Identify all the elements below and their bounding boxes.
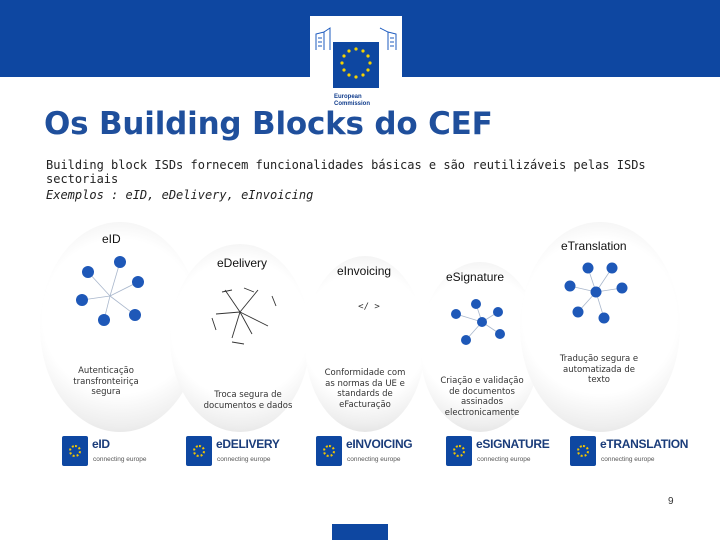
block-circle-einvoicing: [305, 256, 425, 432]
badge-tagline: connecting europe: [93, 456, 147, 463]
badge-eid: eID connecting europe: [62, 436, 172, 468]
block-description-eid: Autenticação transfronteiriça segura: [73, 366, 139, 397]
network-nodes-icon: [76, 256, 144, 326]
slide-title: Os Building Blocks do CEF: [44, 106, 493, 142]
block-label-edelivery: eDelivery: [217, 256, 268, 270]
network-nodes-icon: [451, 299, 505, 345]
badge-tagline: connecting europe: [477, 456, 531, 463]
page-number: 9: [668, 496, 674, 507]
footer-tab: [332, 524, 388, 540]
badge-name: eDELIVERY: [216, 437, 280, 451]
eu-flag-icon: [570, 436, 596, 466]
block-circle-etranslation: [520, 222, 680, 432]
eu-flag-icon: [446, 436, 472, 466]
badge-einvoicing: eINVOICING connecting europe: [316, 436, 426, 468]
network-nodes-icon: [564, 262, 628, 324]
eu-flag-icon: [62, 436, 88, 466]
eu-flag-icon: [316, 436, 342, 466]
commission-building-icon: [315, 27, 397, 88]
badge-name: eID: [92, 437, 110, 451]
slide-subtitle: Building block ISDs fornecem funcionalid…: [46, 158, 646, 186]
badge-esignature: eSIGNATURE connecting europe: [446, 436, 556, 468]
slide-examples: Exemplos : eID, eDelivery, eInvoicing: [46, 188, 314, 202]
european-commission-logo: European Commission: [310, 16, 402, 107]
badge-name: eINVOICING: [346, 437, 413, 451]
organisation-name: European Commission: [334, 94, 371, 107]
block-label-einvoicing: eInvoicing: [337, 264, 392, 278]
badge-tagline: connecting europe: [601, 456, 655, 463]
block-label-esignature: eSignature: [446, 270, 505, 284]
code-tag-icon: </ >: [358, 302, 380, 312]
badge-tagline: connecting europe: [217, 456, 271, 463]
eu-flag-icon: [186, 436, 212, 466]
block-label-etranslation: eTranslation: [561, 239, 627, 253]
block-description-einvoicing: Conformidade com as normas da UE e stand…: [324, 368, 406, 410]
badge-name: eSIGNATURE: [476, 437, 550, 451]
badge-name: eTRANSLATION: [600, 437, 689, 451]
badge-etranslation: eTRANSLATION connecting europe: [570, 436, 690, 468]
block-circle-edelivery: [170, 244, 310, 432]
block-label-eid: eID: [102, 232, 121, 246]
spoke-arrows-icon: [211, 287, 277, 345]
badge-edelivery: eDELIVERY connecting europe: [186, 436, 296, 468]
block-description-esignature: Criação e validação de documentos assina…: [440, 376, 524, 418]
block-description-etranslation: Tradução segura e automatizada de texto: [559, 354, 639, 385]
block-description-edelivery: Troca segura de documentos e dados: [203, 390, 293, 411]
badge-tagline: connecting europe: [347, 456, 401, 463]
block-circle-esignature: [420, 262, 540, 432]
